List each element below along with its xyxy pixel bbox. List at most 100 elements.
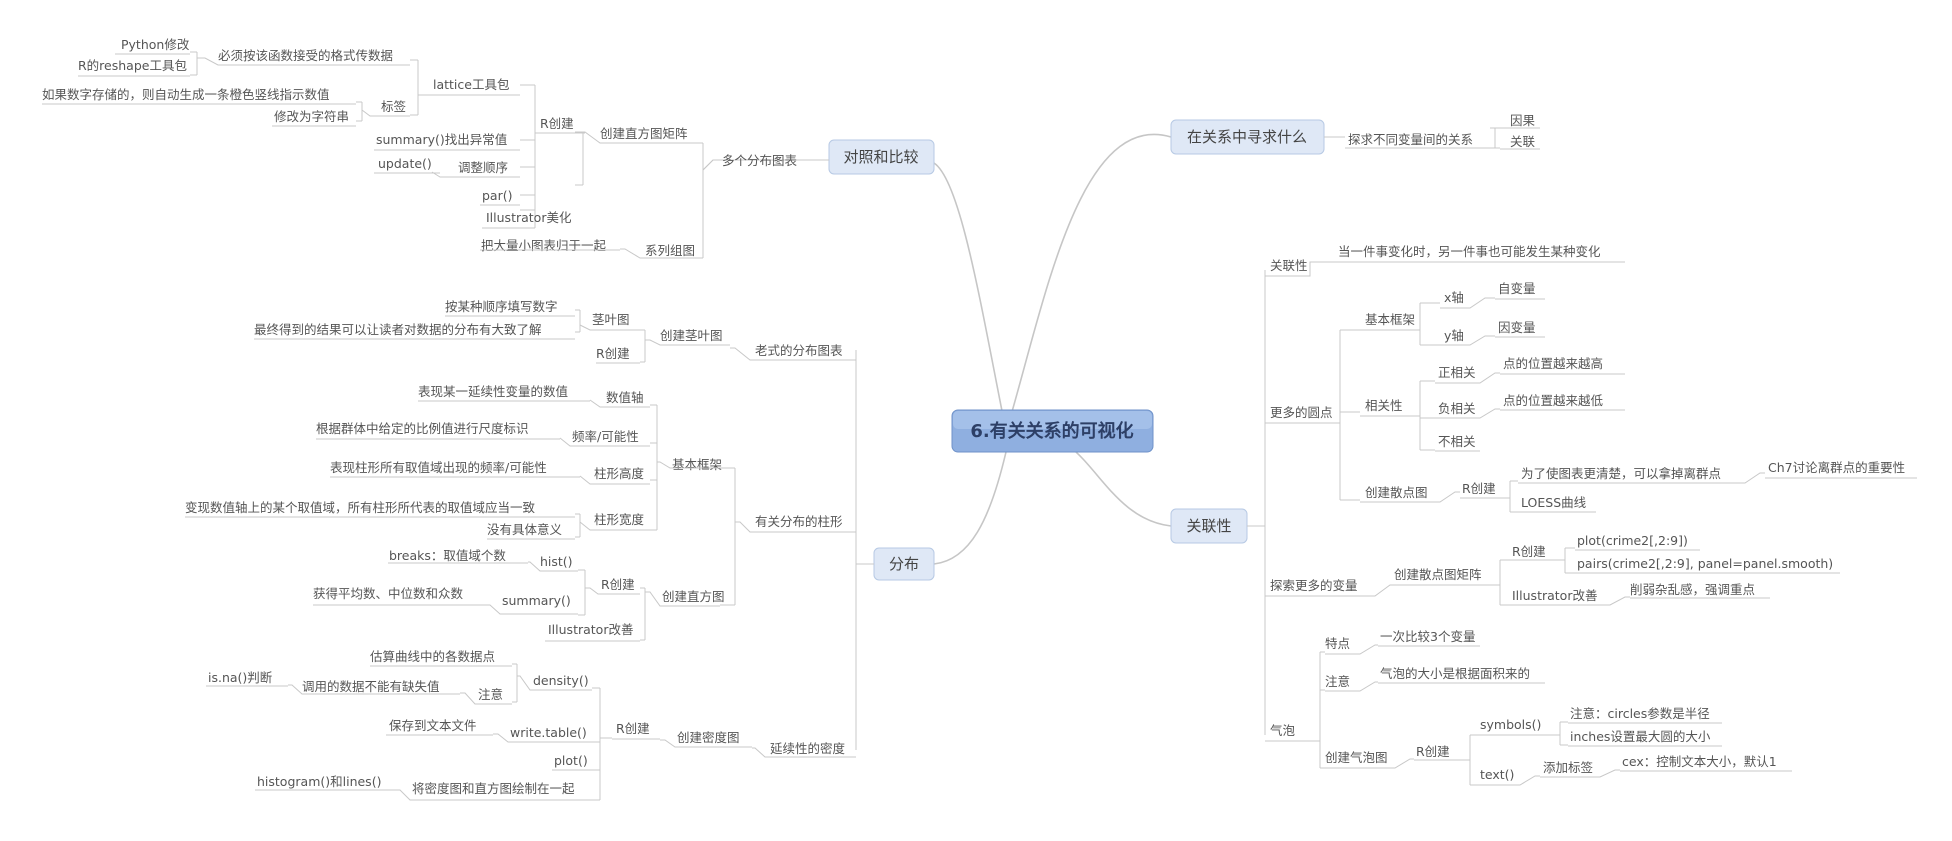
node-multi-dist[interactable]: 多个分布图表 [722,153,798,168]
node-bar-width-b[interactable]: 没有具体意义 [487,522,563,537]
node-text-fn[interactable]: text() [1480,767,1514,782]
node-python[interactable]: Python修改 [121,37,190,52]
node-hist-fn[interactable]: hist() [540,554,573,569]
node-num-axis-desc[interactable]: 表现某一延续性变量的数值 [418,384,568,399]
node-freq-desc[interactable]: 根据群体中给定的比例值进行尺度标识 [316,421,529,436]
node-bubble-r[interactable]: R创建 [1416,744,1450,759]
node-write-desc[interactable]: 保存到文本文件 [389,718,477,733]
node-scatter[interactable]: 创建散点图 [1365,485,1428,500]
node-stem-a[interactable]: 按某种顺序填写数字 [445,299,558,314]
node-bubble-create[interactable]: 创建气泡图 [1325,750,1388,765]
node-density-r[interactable]: R创建 [616,721,650,736]
node-hist-matrix[interactable]: 创建直方图矩阵 [600,126,688,141]
node-stem[interactable]: 茎叶图 [592,312,630,327]
center-node[interactable]: 6.有关关系的可视化 [951,409,1154,453]
node-feature-desc[interactable]: 一次比较3个变量 [1380,629,1475,644]
node-clear-outlier[interactable]: 为了使图表更清楚，可以拿掉离群点 [1521,466,1721,481]
node-seek-find[interactable]: 探求不同变量间的关系 [1348,132,1473,147]
topic-seek[interactable]: 在关系中寻求什么 [1170,119,1325,155]
node-bar-width[interactable]: 柱形宽度 [594,512,645,527]
node-x-axis[interactable]: x轴 [1444,290,1464,305]
node-pairs-crime[interactable]: pairs(crime2[,2:9], panel=panel.smooth) [1577,556,1833,571]
node-summary-fn[interactable]: summary() [502,593,571,608]
node-tag-string[interactable]: 修改为字符串 [274,109,349,124]
node-no-corr[interactable]: 不相关 [1438,434,1476,449]
node-stem-r[interactable]: R创建 [596,346,630,361]
node-add-label[interactable]: 添加标签 [1543,760,1594,775]
node-hist-illus[interactable]: Illustrator改善 [548,622,633,637]
node-corr-type[interactable]: 相关性 [1365,398,1403,413]
node-scatter-matrix[interactable]: 创建散点图矩阵 [1394,567,1482,582]
node-positive[interactable]: 正相关 [1438,365,1476,380]
node-bars[interactable]: 有关分布的柱形 [755,514,843,529]
node-series-desc[interactable]: 把大量小图表归于一起 [481,238,607,253]
node-positive-desc[interactable]: 点的位置越来越高 [1503,356,1603,371]
node-matrix-r[interactable]: R创建 [1512,544,1546,559]
node-cause[interactable]: 因果 [1510,113,1536,128]
node-matrix-illus[interactable]: Illustrator改善 [1512,588,1597,603]
node-lattice[interactable]: lattice工具包 [433,77,509,92]
node-series[interactable]: 系列组图 [645,243,695,258]
node-bars-frame[interactable]: 基本框架 [672,457,722,472]
node-negative[interactable]: 负相关 [1438,401,1476,416]
node-reshape[interactable]: R的reshape工具包 [78,58,187,73]
node-more-dots[interactable]: 更多的圆点 [1270,405,1333,420]
node-plot-crime[interactable]: plot(crime2[,2:9]) [1577,533,1688,548]
node-x-desc[interactable]: 自变量 [1498,281,1536,296]
node-note[interactable]: 注意 [478,687,503,702]
node-hist-lines[interactable]: histogram()和lines() [257,774,381,789]
node-attention[interactable]: 注意 [1325,674,1350,689]
node-hist-create[interactable]: 创建直方图 [662,589,725,604]
node-matrix-illus-desc[interactable]: 削弱杂乱感，强调重点 [1630,582,1755,597]
node-format[interactable]: 必须按该函数接受的格式传数据 [218,48,393,63]
node-breaks[interactable]: breaks：取值域个数 [389,548,506,563]
node-y-desc[interactable]: 因变量 [1498,320,1536,335]
node-summary-outlier[interactable]: summary()找出异常值 [376,132,507,147]
node-par[interactable]: par() [482,188,513,203]
node-summary-desc[interactable]: 获得平均数、中位数和众数 [313,586,464,601]
node-circles[interactable]: 注意：circles参数是半径 [1570,706,1710,721]
node-corr[interactable]: 关联 [1510,134,1536,149]
node-stem-b[interactable]: 最终得到的结果可以让读者对数据的分布有大致了解 [254,322,542,337]
node-scatter-r[interactable]: R创建 [1462,481,1496,496]
node-hist-r[interactable]: R创建 [601,577,635,592]
node-tag-auto[interactable]: 如果数字存储的，则自动生成一条橙色竖线指示数值 [42,87,330,102]
node-density-title[interactable]: 延续性的密度 [770,741,846,756]
topic-compare[interactable]: 对照和比较 [828,139,935,175]
node-compare-r[interactable]: R创建 [540,116,574,131]
node-inches[interactable]: inches设置最大圆的大小 [1570,729,1711,744]
node-y-axis[interactable]: y轴 [1444,328,1464,343]
node-symbols[interactable]: symbols() [1480,717,1541,732]
node-illustrator[interactable]: Illustrator美化 [486,210,572,225]
topic-distribution[interactable]: 分布 [873,547,935,581]
node-bar-width-a[interactable]: 变现数值轴上的某个取值域，所有柱形所代表的取值域应当一致 [185,500,536,515]
node-explore[interactable]: 探索更多的变量 [1270,578,1358,593]
node-ch7[interactable]: Ch7讨论离群点的重要性 [1768,460,1905,475]
node-update-desc[interactable]: 调整顺序 [458,160,508,175]
node-negative-desc[interactable]: 点的位置越来越低 [1503,393,1604,408]
node-note-desc[interactable]: 调用的数据不能有缺失值 [302,679,440,694]
node-update[interactable]: update() [378,156,432,171]
node-write-table[interactable]: write.table() [510,725,587,740]
node-isna[interactable]: is.na()判断 [208,670,272,685]
node-estimate[interactable]: 估算曲线中的各数据点 [370,649,495,664]
node-relevance[interactable]: 关联性 [1270,258,1308,273]
node-combine[interactable]: 将密度图和直方图绘制在一起 [412,781,575,796]
node-density-fn[interactable]: density() [533,673,589,688]
node-bubble[interactable]: 气泡 [1270,723,1296,738]
topic-association[interactable]: 关联性 [1170,508,1248,544]
node-old-dist[interactable]: 老式的分布图表 [755,343,843,358]
node-tag[interactable]: 标签 [381,99,407,114]
node-attention-desc[interactable]: 气泡的大小是根据面积来的 [1380,666,1530,681]
node-freq[interactable]: 频率/可能性 [572,429,639,444]
node-bar-height[interactable]: 柱形高度 [594,466,645,481]
node-density-create[interactable]: 创建密度图 [677,730,740,745]
node-stem-create[interactable]: 创建茎叶图 [660,328,723,343]
node-bar-height-desc[interactable]: 表现柱形所有取值域出现的频率/可能性 [330,460,547,475]
node-num-axis[interactable]: 数值轴 [606,390,644,405]
node-feature[interactable]: 特点 [1325,636,1350,651]
node-cex[interactable]: cex：控制文本大小，默认1 [1622,754,1777,769]
node-plot-fn[interactable]: plot() [554,753,588,768]
node-frame[interactable]: 基本框架 [1365,312,1415,327]
node-relevance-desc[interactable]: 当一件事变化时，另一件事也可能发生某种变化 [1338,244,1601,259]
